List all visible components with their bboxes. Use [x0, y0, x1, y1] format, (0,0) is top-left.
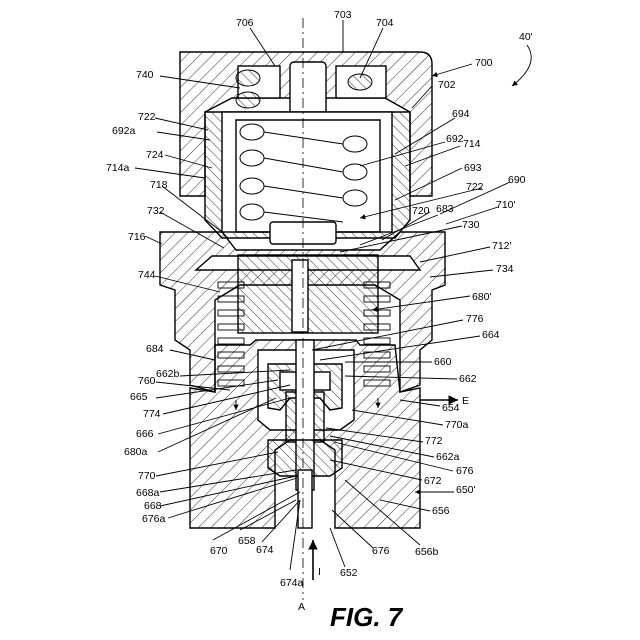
label-683: 683: [436, 203, 454, 215]
label-732: 732: [147, 205, 165, 217]
label-720: 720: [412, 205, 430, 217]
label-774: 774: [143, 408, 161, 420]
label-656b: 656b: [415, 546, 439, 558]
label-703: 703: [334, 9, 352, 21]
label-650p: 650': [456, 484, 476, 496]
label-664: 664: [482, 329, 500, 341]
label-676a: 676: [456, 465, 474, 477]
label-E: E: [462, 395, 469, 407]
label-676b: 676: [372, 545, 390, 557]
label-714: 714: [463, 138, 481, 150]
label-724: 724: [146, 149, 164, 161]
label-722a: 722: [138, 111, 156, 123]
label-704: 704: [376, 17, 394, 29]
label-656: 656: [432, 505, 450, 517]
label-706: 706: [236, 17, 254, 29]
label-680a: 680a: [124, 446, 148, 458]
label-770a: 770a: [445, 419, 469, 431]
label-662: 662: [459, 373, 477, 385]
label-690: 690: [508, 174, 526, 186]
label-668: 668: [144, 500, 162, 512]
label-674: 674: [256, 544, 274, 556]
label-652: 652: [340, 567, 358, 579]
label-662a: 662a: [436, 451, 460, 463]
label-692a: 692a: [112, 125, 136, 137]
reference-number: 40': [519, 31, 533, 43]
axis-label: A: [298, 601, 305, 613]
label-714a: 714a: [106, 162, 130, 174]
label-680p: 680': [472, 291, 492, 303]
label-666: 666: [136, 428, 154, 440]
label-744: 744: [138, 269, 156, 281]
label-740: 740: [136, 69, 154, 81]
label-660: 660: [434, 356, 452, 368]
label-776: 776: [466, 313, 484, 325]
label-676a-left: 676a: [142, 513, 166, 525]
label-662b: 662b: [156, 368, 180, 380]
label-658: 658: [238, 535, 256, 547]
label-712p: 712': [492, 240, 512, 252]
label-730: 730: [462, 219, 480, 231]
label-718: 718: [150, 179, 168, 191]
label-674a: 674a: [280, 577, 304, 589]
label-672: 672: [424, 475, 442, 487]
label-772: 772: [425, 435, 443, 447]
label-700: 700: [475, 57, 493, 69]
label-716: 716: [128, 231, 146, 243]
label-710p: 710': [496, 199, 516, 211]
label-734: 734: [496, 263, 514, 275]
flow-label-up: I: [318, 566, 321, 578]
label-722b: 722: [466, 181, 484, 193]
label-670: 670: [210, 545, 228, 557]
figure-caption: FIG. 7: [330, 602, 404, 632]
label-654: 654: [442, 402, 460, 414]
label-694: 694: [452, 108, 470, 120]
label-693: 693: [464, 162, 482, 174]
label-668a: 668a: [136, 487, 160, 499]
lower-body: [190, 340, 420, 528]
label-665: 665: [130, 391, 148, 403]
label-684: 684: [146, 343, 164, 355]
label-760: 760: [138, 375, 156, 387]
cap-assembly: [180, 52, 432, 244]
label-770: 770: [138, 470, 156, 482]
reference-arrow: [512, 45, 531, 86]
label-702: 702: [438, 79, 456, 91]
label-692: 692: [446, 133, 464, 145]
